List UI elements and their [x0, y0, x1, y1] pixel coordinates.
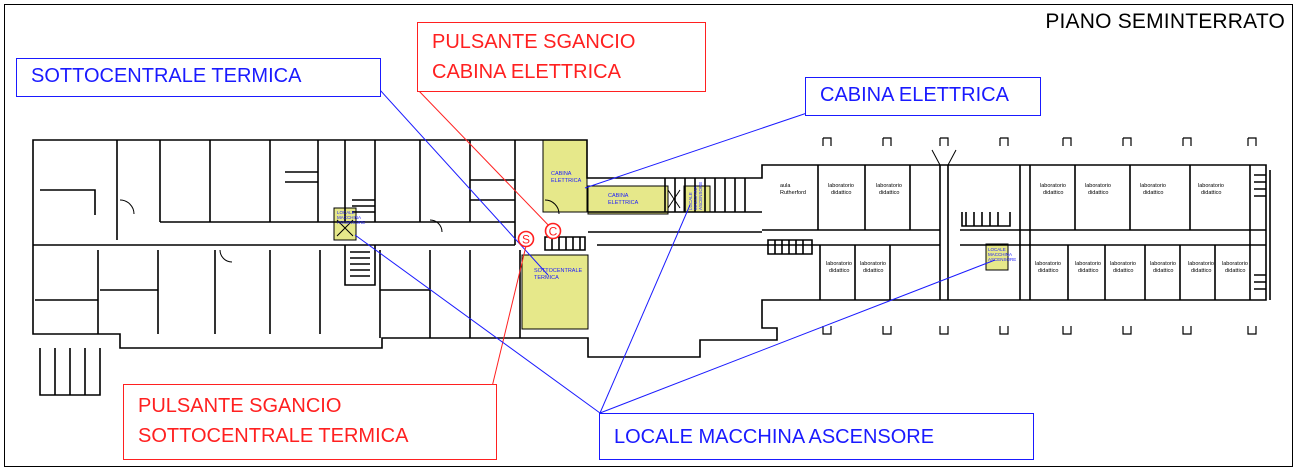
callout-pulsante-sgancio-cabina: PULSANTE SGANCIO CABINA ELETTRICA: [417, 22, 706, 92]
page-title: PIANO SEMINTERRATO: [1045, 10, 1285, 33]
marker-s: [517, 230, 535, 248]
leader-pulsante-sotto: [491, 245, 527, 388]
drawing-frame: [4, 4, 1293, 467]
callout-text-line1: PULSANTE SGANCIO: [138, 395, 342, 417]
markers: S C: [517, 222, 562, 248]
leader-lines: [354, 89, 996, 414]
leader-sottocentrale: [379, 89, 549, 276]
pillars: [822, 137, 1257, 335]
leader-cabina-1: [584, 111, 811, 189]
sottocentrale-termica-room: [521, 254, 589, 330]
callout-text: CABINA ELETTRICA: [820, 84, 1009, 106]
leader-pulsante-cabina: [417, 89, 554, 231]
marker-c-label: C: [549, 225, 558, 239]
callout-text: LOCALE MACCHINA ASCENSORE: [614, 426, 935, 448]
leader-locale-1: [354, 234, 601, 414]
walls: [32, 139, 1271, 396]
room-label-locale-2: LOCALEMACCHINAASCENSORE: [688, 182, 703, 210]
cabina-elettrica-room-2: [587, 185, 669, 215]
callout-text: SOTTOCENTRALE TERMICA: [31, 65, 302, 87]
callout-sottocentrale-termica: SOTTOCENTRALE TERMICA: [16, 58, 381, 97]
leader-locale-2: [599, 204, 691, 414]
callout-text-line1: PULSANTE SGANCIO: [432, 31, 636, 53]
marker-c: [544, 222, 562, 240]
marker-s-label: S: [522, 233, 530, 247]
callout-cabina-elettrica: CABINA ELETTRICA: [805, 77, 1041, 116]
callout-pulsante-sgancio-sottocentrale: PULSANTE SGANCIO SOTTOCENTRALE TERMICA: [123, 384, 497, 460]
callout-text-line2: CABINA ELETTRICA: [432, 61, 621, 83]
locale-macchina-room-3: [985, 243, 1009, 271]
leader-locale-3: [599, 259, 996, 414]
callout-locale-macchina-ascensore: LOCALE MACCHINA ASCENSORE: [599, 413, 1034, 460]
callout-text-line2: SOTTOCENTRALE TERMICA: [138, 425, 409, 447]
